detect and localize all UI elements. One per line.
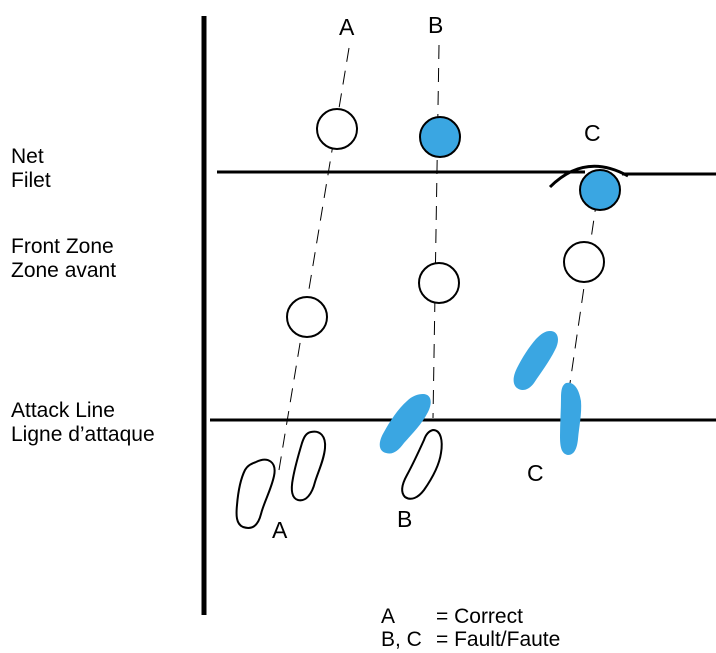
front-zone-label-fr: Zone avant [11, 259, 116, 282]
legend-key-fault: B, C [381, 628, 422, 651]
player-c-top-label: C [584, 120, 601, 146]
attack-line-label-fr: Ligne d’attaque [11, 423, 155, 446]
ball-icon [418, 262, 460, 304]
trajectory-c [568, 197, 598, 391]
footprint-icon [379, 394, 431, 454]
footprint-icon [513, 331, 558, 391]
legend-value-correct: = Correct [436, 605, 523, 628]
player-c-bottom-label: C [527, 460, 544, 486]
ball-icon [286, 296, 328, 338]
footprint-icon [560, 382, 582, 455]
legend-key-correct: A [381, 605, 395, 628]
footprint-icon [290, 430, 327, 502]
front-zone-label-en: Front Zone [11, 235, 114, 258]
player-b-bottom-label: B [397, 506, 412, 532]
player-b-top-label: B [428, 12, 443, 38]
footprint-icon [401, 428, 443, 500]
block-arc-c [548, 164, 629, 189]
net-label-en: Net [11, 145, 44, 168]
ball-icon [563, 241, 605, 283]
legend-value-fault: = Fault/Faute [436, 628, 560, 651]
player-a-bottom-label: A [272, 517, 288, 543]
net-label-fr: Filet [11, 169, 51, 192]
ball-icon [419, 116, 461, 158]
footprint-icon [235, 458, 276, 529]
player-a-top-label: A [339, 14, 355, 40]
ball-icon [579, 169, 621, 211]
attack-line-label-en: Attack Line [11, 399, 115, 422]
ball-icon [316, 108, 358, 150]
trajectory-b [432, 44, 440, 419]
